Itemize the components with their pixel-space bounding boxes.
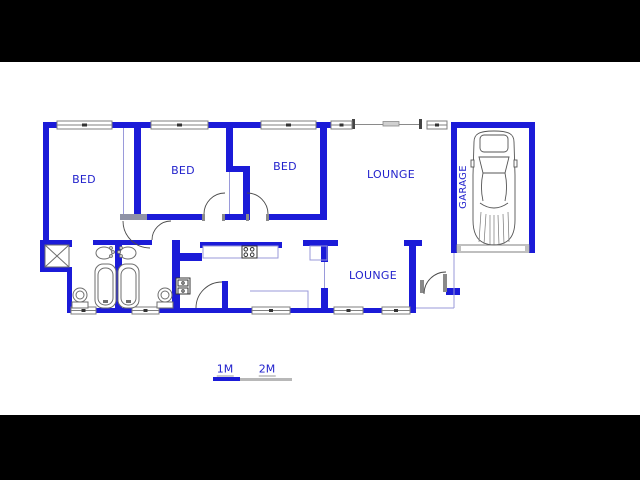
wall — [67, 267, 72, 313]
wall — [222, 281, 228, 308]
room-label-bed2: BED — [171, 164, 195, 177]
room-label-garage: GARAGE — [458, 165, 469, 209]
wall — [404, 240, 422, 246]
window — [131, 306, 160, 315]
wall — [303, 240, 338, 246]
wall — [40, 267, 72, 272]
door-arc — [203, 192, 226, 215]
bathtub — [94, 263, 117, 309]
patio-edge — [352, 119, 422, 129]
door-arc — [246, 192, 269, 215]
wall — [451, 122, 535, 128]
room-label-lounge-bottom: LOUNGE — [349, 269, 397, 282]
wall-gray — [120, 214, 147, 220]
wall — [268, 214, 327, 220]
letterbox-bottom — [0, 415, 640, 480]
basin — [117, 246, 137, 260]
wall — [93, 240, 152, 245]
room-label-bed3: BED — [273, 160, 297, 173]
wall — [172, 240, 180, 308]
thin-lines — [123, 128, 455, 309]
wall — [321, 288, 328, 310]
room-label-lounge-top: LOUNGE — [367, 168, 415, 181]
door-arc — [195, 281, 223, 309]
scale-segment-2m — [240, 378, 292, 381]
basin — [95, 246, 115, 260]
scale-label-2m: 2M — [258, 362, 276, 377]
kitchen-counter — [202, 245, 279, 259]
shower — [44, 244, 70, 268]
window — [251, 306, 291, 315]
wall — [320, 128, 327, 220]
scale-label-1m: 1M — [216, 362, 234, 377]
wall — [200, 242, 282, 248]
wall — [67, 308, 416, 313]
window — [426, 120, 448, 130]
window — [330, 120, 353, 130]
door-arc — [151, 220, 172, 241]
wall — [225, 214, 247, 220]
door-jambs — [202, 214, 447, 293]
windows — [56, 120, 448, 315]
window — [56, 120, 113, 130]
wall — [40, 240, 72, 245]
window — [150, 120, 209, 130]
room-label-bed1: BED — [72, 173, 96, 186]
wall — [134, 128, 141, 214]
window — [260, 120, 317, 130]
wall — [180, 253, 202, 261]
window — [381, 306, 411, 315]
wall — [529, 122, 535, 253]
wall — [409, 246, 416, 310]
toilet — [71, 287, 89, 309]
wall — [226, 128, 233, 172]
window — [333, 306, 364, 315]
bathtub — [117, 263, 140, 309]
door-arc — [423, 271, 447, 295]
car — [470, 130, 518, 246]
door-arcs — [122, 192, 447, 309]
wall — [243, 166, 250, 220]
wall — [321, 246, 328, 262]
wall — [446, 288, 460, 295]
wall — [451, 122, 457, 253]
letterbox-top — [0, 0, 640, 62]
garage-door — [456, 244, 530, 253]
wall — [226, 166, 250, 172]
kitchen-sink — [175, 277, 191, 295]
wall — [40, 240, 45, 272]
scale-segment-1m — [213, 377, 240, 381]
wall — [67, 240, 72, 247]
stove — [241, 245, 258, 259]
toilet — [156, 287, 174, 309]
fixtures — [44, 244, 279, 309]
wall — [43, 122, 49, 240]
scale-bar — [213, 377, 292, 381]
door-arc — [122, 220, 151, 249]
wall — [147, 214, 202, 220]
